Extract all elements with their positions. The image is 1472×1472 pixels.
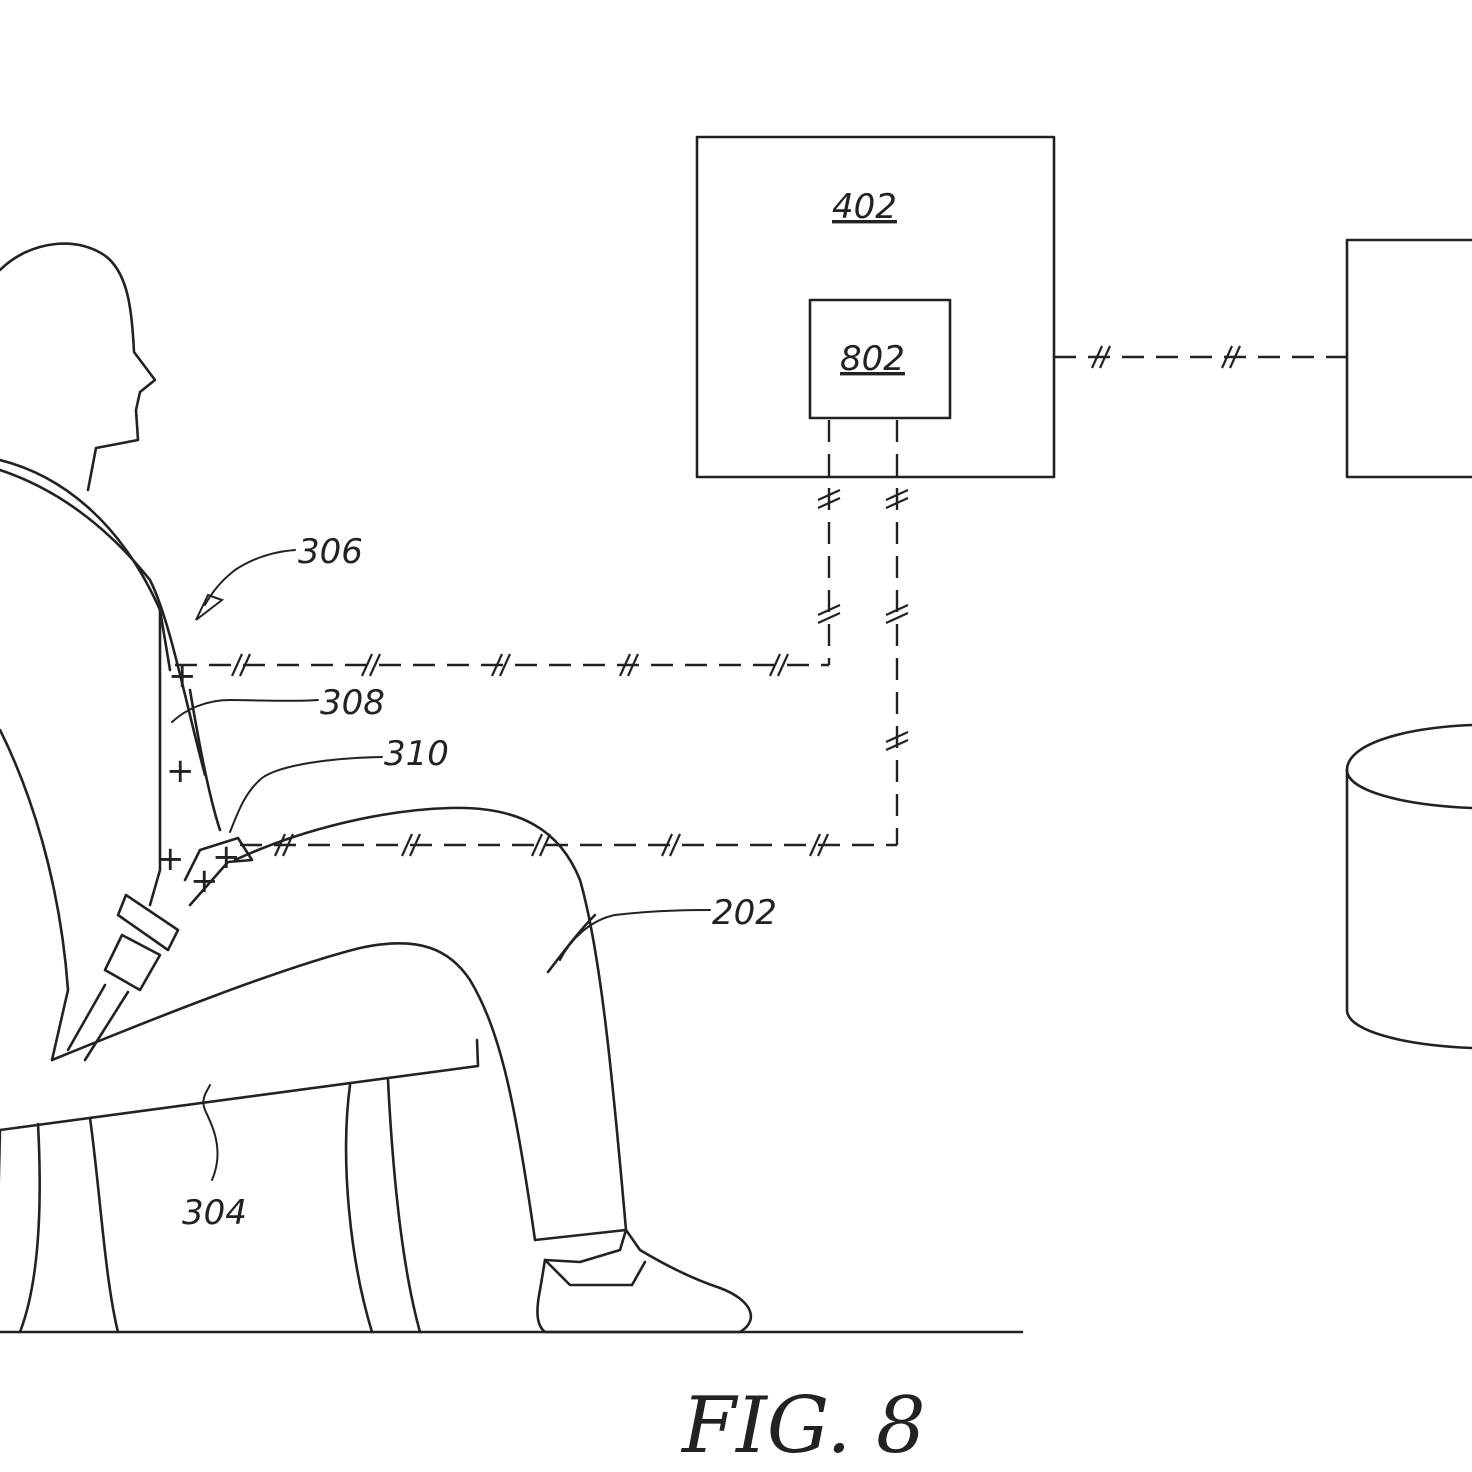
svg-text:+: + bbox=[166, 751, 195, 791]
signal-lines bbox=[175, 345, 1347, 857]
svg-text:+: + bbox=[156, 839, 185, 879]
external-box bbox=[1345, 238, 1472, 479]
svg-text:+: + bbox=[212, 837, 241, 877]
module-label: 802 bbox=[840, 339, 905, 379]
seatbelt: + + + + + bbox=[0, 458, 254, 1062]
leader-lines bbox=[171, 549, 711, 1181]
ref-310: 310 bbox=[384, 734, 449, 774]
controller-box bbox=[695, 135, 1056, 479]
database-cylinder bbox=[1345, 723, 1472, 1050]
module-box bbox=[808, 298, 952, 420]
ref-308: 308 bbox=[320, 683, 385, 723]
ref-202: 202 bbox=[712, 893, 777, 933]
occupant bbox=[0, 242, 753, 1334]
svg-text:+: + bbox=[168, 656, 197, 696]
controller-label: 402 bbox=[832, 187, 897, 227]
ref-306: 306 bbox=[298, 532, 363, 572]
svg-text:+: + bbox=[190, 861, 219, 901]
ref-304: 304 bbox=[182, 1193, 247, 1233]
seat bbox=[0, 728, 480, 1334]
figure-caption: FIG. 8 bbox=[680, 1381, 926, 1471]
